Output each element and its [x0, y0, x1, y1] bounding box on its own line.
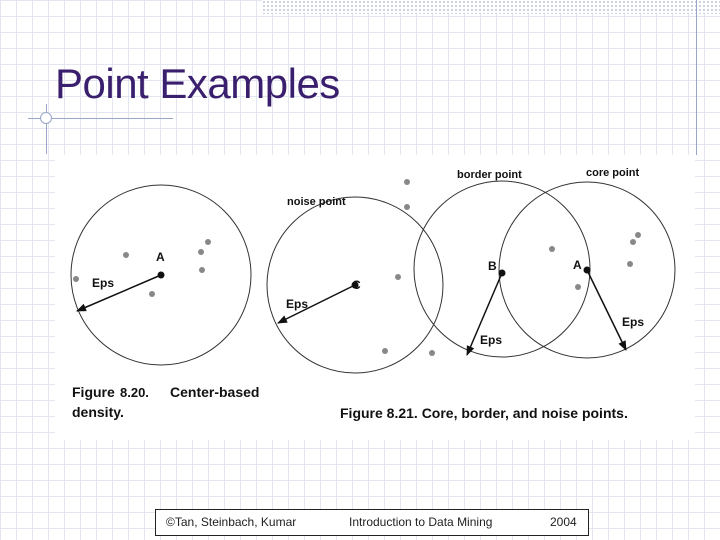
caption-8-21: Figure 8.21. Core, border, and noise poi…	[340, 405, 628, 421]
title-vertical-rule	[46, 104, 47, 154]
data-point	[382, 348, 388, 354]
eps-radius-arrow-c	[277, 284, 356, 324]
data-point	[575, 284, 581, 290]
eps-radius-arrow-a	[76, 274, 162, 312]
data-point	[404, 204, 410, 210]
eps-radius-arrow-b	[466, 272, 503, 356]
label-point-b: B	[488, 259, 497, 273]
eps-neighborhood-circle-c	[266, 196, 444, 374]
data-point	[635, 232, 641, 238]
label-core-point: core point	[586, 167, 640, 179]
data-point	[404, 179, 410, 185]
footer-year: 2004	[550, 515, 577, 529]
title-ring-ornament	[40, 112, 52, 124]
data-point	[199, 267, 205, 273]
dbscan-figure-svg: A Eps Figure 8.20. Center-based density.	[70, 167, 676, 421]
dbscan-figure-panel: A Eps Figure 8.20. Center-based density.	[55, 155, 695, 440]
data-point	[123, 252, 129, 258]
data-point	[73, 276, 79, 282]
title-underline-rule	[28, 118, 173, 119]
slide-footer: ©Tan, Steinbach, Kumar Introduction to D…	[155, 509, 589, 536]
caption-8-20-figure-word: Figure	[72, 384, 115, 400]
label-point-a: A	[156, 250, 165, 264]
eps-neighborhood-circle-b	[413, 180, 591, 358]
slide-title: Point Examples	[55, 60, 340, 107]
footer-copyright: ©Tan, Steinbach, Kumar	[166, 515, 297, 529]
eps-neighborhood-circle-a2	[498, 181, 676, 359]
caption-8-20-text: Center-based	[170, 384, 259, 400]
label-noise-point: noise point	[287, 196, 346, 208]
header-vertical-rule	[696, 0, 697, 155]
data-point	[198, 249, 204, 255]
data-point	[395, 274, 401, 280]
header-texture-band	[262, 0, 720, 14]
caption-8-20-line2: density.	[72, 404, 124, 420]
footer-course-title: Introduction to Data Mining	[349, 515, 493, 529]
data-point	[205, 239, 211, 245]
figure-8-21: noise point border point core point C B …	[266, 167, 676, 421]
data-point	[549, 246, 555, 252]
label-border-point: border point	[457, 169, 522, 181]
data-point	[630, 239, 636, 245]
data-point	[429, 350, 435, 356]
label-eps: Eps	[92, 276, 114, 290]
label-eps-b: Eps	[480, 333, 502, 347]
label-eps-a2: Eps	[622, 315, 644, 329]
label-point-a2: A	[573, 258, 582, 272]
figure-8-20: A Eps Figure 8.20. Center-based density.	[70, 184, 259, 420]
data-point	[149, 291, 155, 297]
label-eps-c: Eps	[286, 297, 308, 311]
caption-8-20-number: 8.20.	[120, 385, 149, 400]
data-point	[627, 261, 633, 267]
label-point-c: C	[352, 278, 361, 292]
eps-radius-arrow-a2	[586, 269, 627, 351]
eps-neighborhood-circle-a	[70, 184, 252, 366]
